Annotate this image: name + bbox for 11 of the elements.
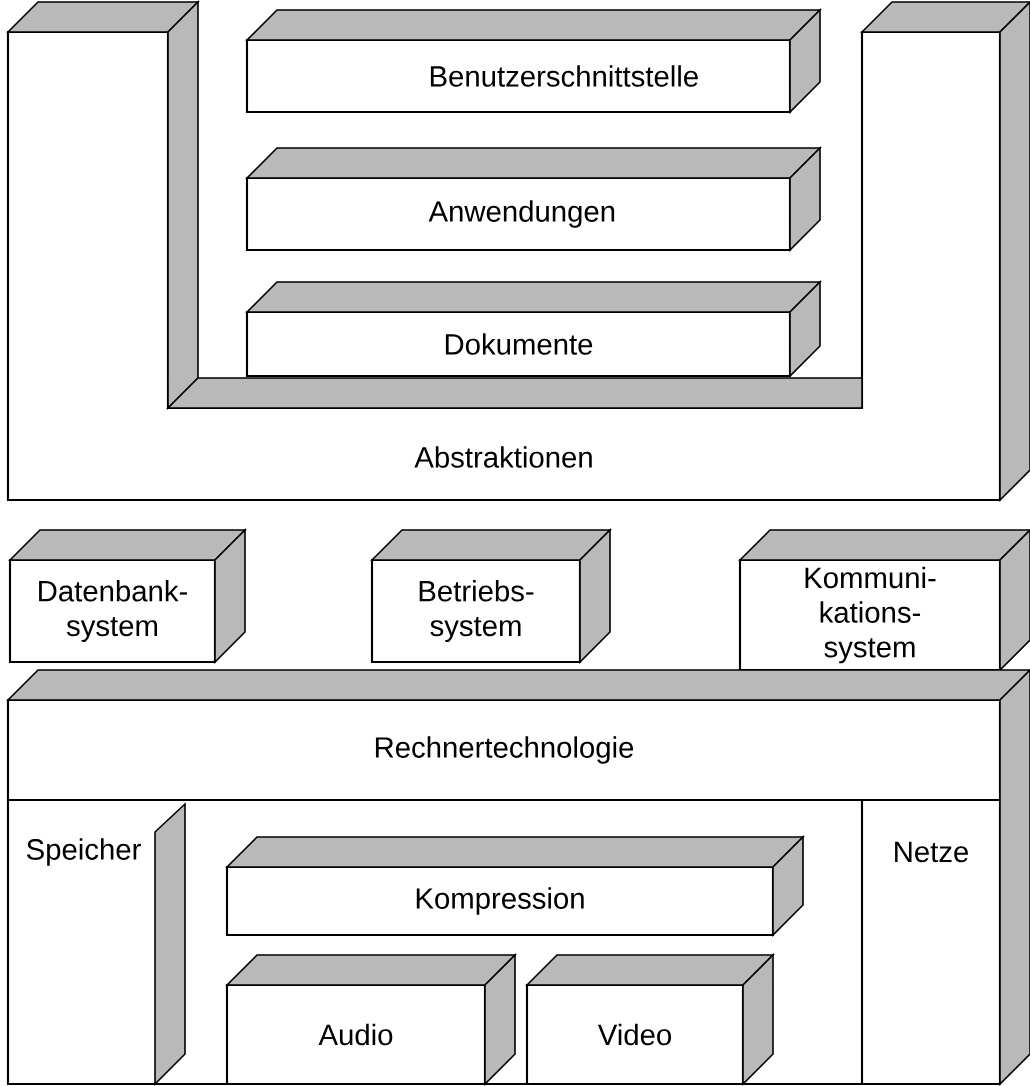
layer-block: Datenbank- system — [8, 528, 247, 664]
layer-block: Dokumente — [245, 280, 822, 378]
layer-block: Anwendungen — [245, 146, 822, 252]
layer-block: Betriebs- system — [370, 528, 612, 664]
column-block: Netze — [860, 800, 968, 1084]
layer-block: Video — [525, 953, 775, 1086]
node-label: Speicher — [26, 838, 141, 866]
layer-block: Audio — [225, 953, 517, 1086]
layer-block: Benutzerschnittstelle — [245, 8, 822, 114]
layer-block: Kompression — [225, 835, 805, 937]
layer-block: Kommuni- kations- system — [738, 528, 1030, 672]
